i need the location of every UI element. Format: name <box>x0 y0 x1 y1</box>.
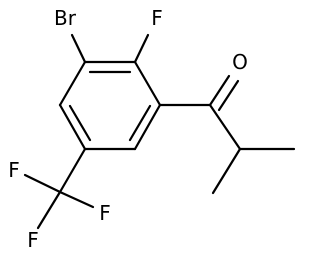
bond-c2-f <box>133 33 150 64</box>
atom-cf3-f-right-label: F <box>99 201 111 225</box>
ring-bond-c3-c4-inner <box>128 104 152 142</box>
bond-cf3-f-left <box>23 173 62 194</box>
ring-bond-c6-c1 <box>58 60 87 107</box>
atom-cf3-f-bottom-label: F <box>27 228 39 252</box>
bond-carbonyl-o-2 <box>217 79 240 112</box>
ring-bond-c2-c3 <box>133 60 162 107</box>
atom-cf3-f-left-label: F <box>8 158 20 182</box>
bond-cf3-f-bottom <box>36 190 62 230</box>
bond-c1-br <box>70 33 87 64</box>
ring-bond-c3-c4 <box>133 103 162 151</box>
bond-carbonyl-o-1 <box>208 74 231 107</box>
atom-br-label: Br <box>54 6 77 30</box>
atom-f-ring-label: F <box>151 6 163 30</box>
ring-bond-c5-c6 <box>58 103 87 151</box>
bond-carbonyl-ch <box>208 103 242 151</box>
bond-c5-cf3 <box>58 147 87 194</box>
ring-bond-c5-c6-inner <box>68 104 92 142</box>
bond-cf3-f-right <box>58 190 95 209</box>
atom-o-label: O <box>232 50 248 74</box>
chemical-structure-diagram: Br F O F F F <box>8 6 296 252</box>
bond-ch-methyl-down <box>211 147 242 195</box>
